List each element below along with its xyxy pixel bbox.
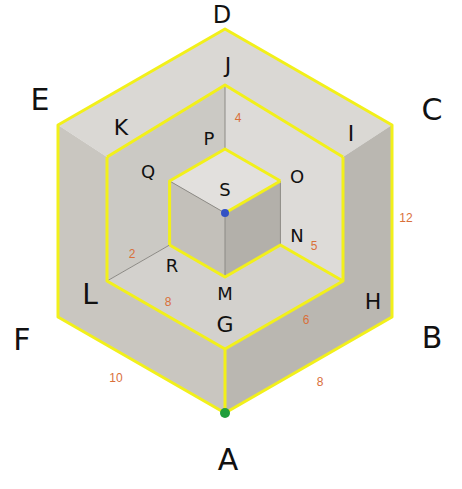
faces: [58, 29, 392, 413]
vertex-label: B: [422, 323, 443, 353]
front-edge: [224, 349, 227, 413]
vertex-label: O: [290, 168, 304, 186]
vertex-label: N: [290, 227, 303, 245]
vertex-label: R: [166, 257, 179, 275]
vertex-label: I: [348, 123, 355, 145]
inner-outline: [107, 85, 343, 157]
vertex-label: H: [365, 291, 382, 313]
vertex-label: K: [114, 117, 128, 139]
edge-line: [225, 213, 226, 277]
dimension-number: 8: [165, 296, 172, 308]
vertex-label: C: [422, 95, 443, 125]
vertex-label: Q: [141, 163, 155, 181]
dimension-number: 2: [129, 248, 136, 260]
cube-edge: [225, 181, 280, 213]
vertex-label: M: [217, 285, 233, 303]
floor-face: [107, 213, 343, 349]
dimension-number: 5: [311, 240, 318, 252]
highlight-edges: [58, 29, 392, 413]
vertex-label: D: [213, 3, 231, 27]
dimension-number: 4: [235, 112, 242, 124]
dimension-number: 8: [317, 376, 324, 388]
edge-line: [225, 85, 226, 149]
vertex-label: S: [219, 181, 230, 199]
vertex-label: G: [216, 314, 233, 336]
vertex-label: F: [13, 325, 30, 355]
edge-line: [280, 181, 281, 245]
hidden-edges: [107, 85, 280, 281]
dimension-number: 12: [399, 212, 412, 224]
top-face: [58, 29, 392, 157]
cube-outline: [170, 149, 281, 245]
vertex-label: E: [31, 85, 50, 115]
outer-outline: [58, 29, 392, 413]
vertex-label: L: [82, 281, 98, 309]
dimension-number: 10: [109, 372, 122, 384]
edge-line: [107, 245, 170, 281]
corner-dot: [221, 209, 229, 217]
edge-line: [170, 181, 225, 213]
vertex-label: J: [225, 55, 232, 77]
origin-dot: [220, 408, 230, 418]
cavity-outline: [107, 157, 343, 349]
vertex-label: P: [204, 130, 215, 148]
dimension-number: 6: [303, 314, 310, 326]
vertex-label: A: [218, 445, 239, 475]
